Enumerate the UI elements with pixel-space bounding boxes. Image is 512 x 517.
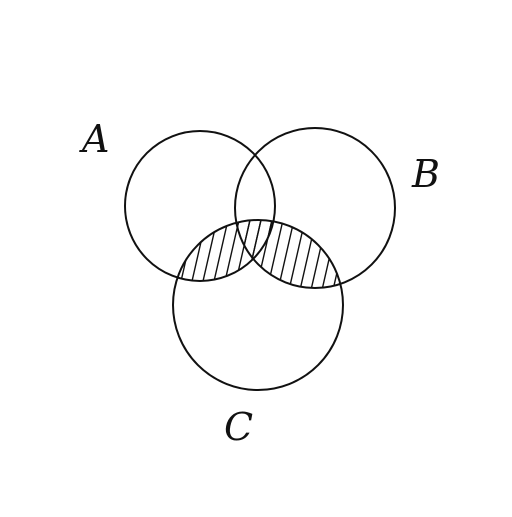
hatch-line (146, 220, 162, 290)
hatch-line (146, 220, 162, 290)
hatch-line (355, 220, 371, 290)
set-c-label: C (224, 405, 254, 449)
set-a-label: A (82, 117, 110, 161)
hatch-line (173, 220, 174, 281)
hatch-line (211, 220, 229, 281)
set-b-circle (234, 127, 396, 289)
set-b-label: B (412, 152, 440, 196)
hatch-line (332, 220, 343, 288)
hatch-line (157, 220, 173, 290)
hatch-line (355, 220, 371, 290)
set-a-circle (124, 130, 276, 282)
set-c-circle (172, 219, 344, 391)
hatch-line (277, 220, 295, 288)
